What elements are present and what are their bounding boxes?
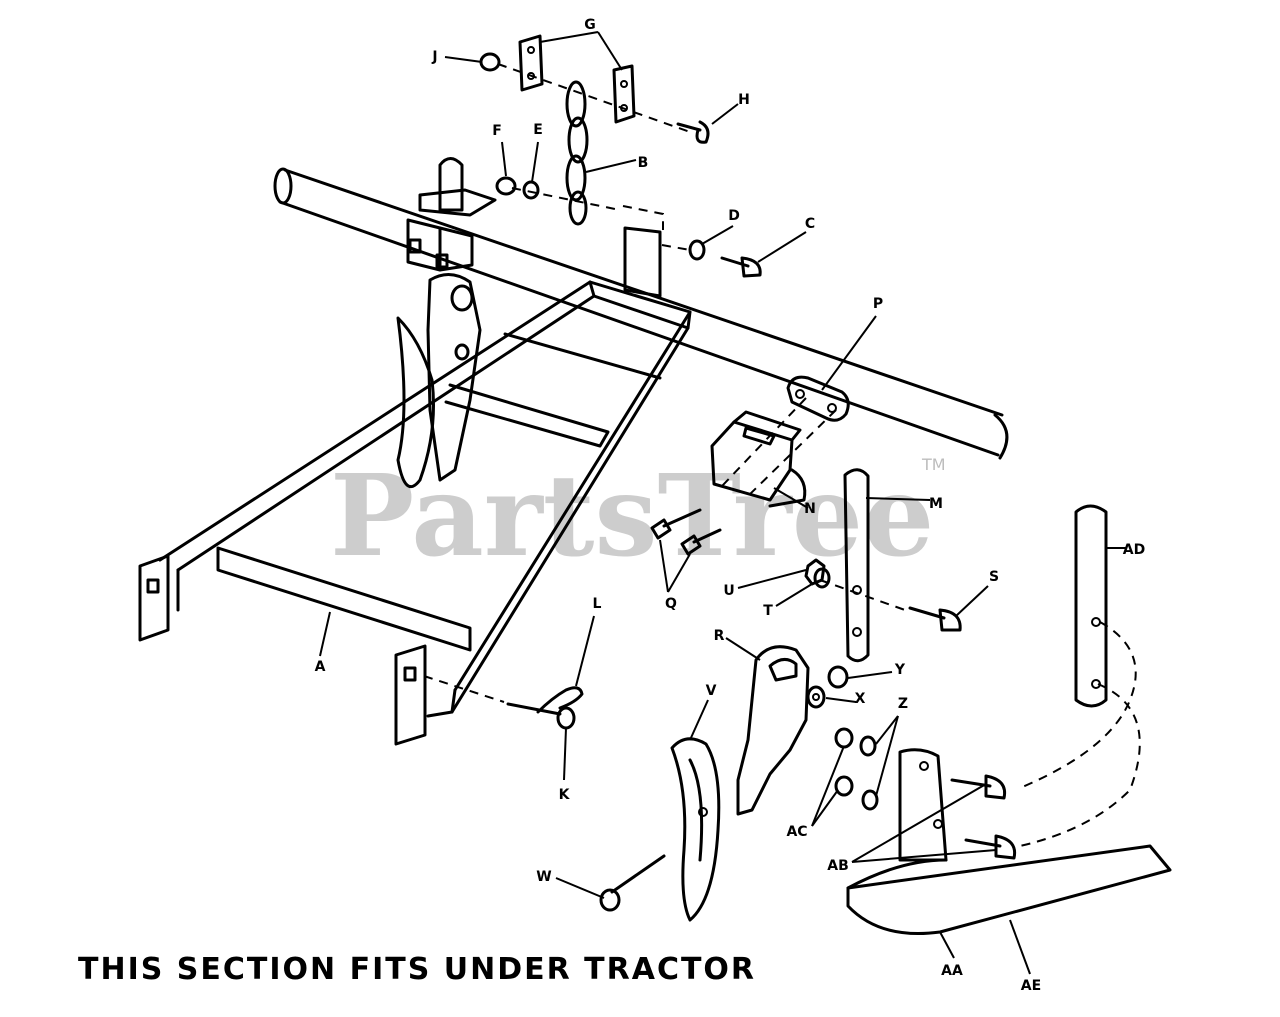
callout-k: K xyxy=(559,787,571,803)
callout-r: R xyxy=(714,628,725,644)
callout-ae: AE xyxy=(1021,978,1041,994)
callout-p: P xyxy=(873,296,883,312)
left-shank xyxy=(396,273,482,489)
callout-ad: AD xyxy=(1123,542,1145,558)
callout-s: S xyxy=(989,569,999,585)
bar-plate xyxy=(622,205,664,298)
callout-z: Z xyxy=(898,696,908,712)
leader-lines xyxy=(319,31,1126,975)
callout-b: B xyxy=(638,155,649,171)
callout-w: W xyxy=(536,869,551,885)
hitch-bracket xyxy=(406,157,497,272)
sweep-aa-ae xyxy=(846,748,1172,936)
callout-y: Y xyxy=(894,662,906,678)
washers-x-y xyxy=(806,665,849,709)
pin-k-clip-l xyxy=(423,675,584,730)
callout-c: C xyxy=(805,216,815,232)
callout-t: T xyxy=(763,603,773,619)
callout-g: G xyxy=(584,17,596,33)
callout-j: J xyxy=(431,49,437,65)
bracket-assembly xyxy=(710,375,850,508)
shank-r xyxy=(736,645,810,816)
callout-a: A xyxy=(315,659,326,675)
callout-f: F xyxy=(492,123,502,139)
hardware-ac-z xyxy=(834,727,879,811)
callout-ab: AB xyxy=(827,858,849,874)
callout-l: L xyxy=(593,596,602,612)
bolt-w xyxy=(599,854,666,912)
callout-d: D xyxy=(728,208,740,224)
callout-x: X xyxy=(855,691,866,707)
chain-assembly xyxy=(479,34,710,226)
bolt-c-washer-d xyxy=(661,239,762,278)
callout-aa: AA xyxy=(941,963,963,979)
callout-q: Q xyxy=(665,596,677,612)
watermark-trademark: TM xyxy=(921,455,946,474)
callout-ac: AC xyxy=(786,824,807,840)
callout-v: V xyxy=(706,683,717,699)
callout-n: N xyxy=(804,501,816,517)
bar-ad xyxy=(1019,504,1141,847)
callout-e: E xyxy=(533,122,543,138)
frame-a xyxy=(138,280,692,746)
shovel-v xyxy=(670,737,721,922)
callout-m: M xyxy=(929,496,943,512)
bolts-q xyxy=(650,508,722,556)
watermark-text: PartsTree xyxy=(330,451,934,582)
diagram-caption: THIS SECTION FITS UNDER TRACTOR xyxy=(78,952,757,987)
callout-h: H xyxy=(738,92,750,108)
callout-u: U xyxy=(723,583,734,599)
bar-m xyxy=(804,468,962,663)
